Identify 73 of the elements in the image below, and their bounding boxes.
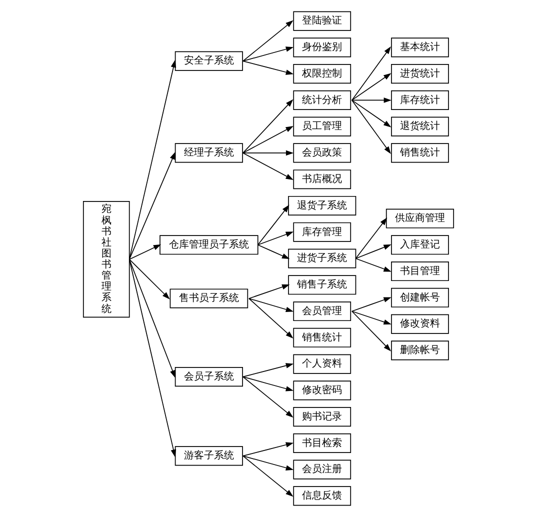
arrow <box>242 376 294 392</box>
arrow <box>248 298 294 338</box>
node-box: 销售统计 <box>293 328 352 348</box>
node-box: 修改资料 <box>391 314 449 334</box>
arrow <box>128 258 176 378</box>
arrow <box>248 284 290 299</box>
arrow <box>242 456 294 497</box>
node-box: 书店概况 <box>293 170 352 190</box>
arrow <box>128 258 176 458</box>
node-box: 删除帐号 <box>391 340 449 360</box>
arrow <box>242 363 294 378</box>
arrow <box>351 73 392 101</box>
node-box: 书目检索 <box>293 433 352 453</box>
arrow <box>355 258 392 272</box>
arrow <box>351 297 392 312</box>
arrow <box>242 126 294 154</box>
arrow <box>351 100 392 128</box>
node-box: 书目管理 <box>391 261 449 282</box>
node-box: 库存管理 <box>293 222 352 242</box>
arrow <box>242 150 294 156</box>
node-box: 经理子系统 <box>174 143 243 163</box>
node-box: 退货统计 <box>391 116 449 136</box>
arrow <box>351 310 392 352</box>
arrow <box>355 217 388 259</box>
node-box: 仓库管理员子系统 <box>160 235 258 255</box>
arrow <box>242 442 294 456</box>
node-box: 登陆验证 <box>293 11 352 31</box>
node-box: 宛枫书社图书管理系统 <box>82 201 130 318</box>
node-box: 入库登记 <box>391 235 449 255</box>
node-box: 统计分析 <box>293 90 352 110</box>
arrow <box>257 232 294 246</box>
arrow <box>242 99 294 154</box>
arrow <box>257 244 290 260</box>
arrow <box>242 456 294 470</box>
node-box: 会员管理 <box>293 301 352 322</box>
node-box: 会员子系统 <box>174 367 243 387</box>
node-box: 库存统计 <box>391 90 449 110</box>
node-box: 购书记录 <box>293 407 352 427</box>
node-box: 销售统计 <box>391 143 449 163</box>
node-box: 个人资料 <box>293 354 352 374</box>
node-box: 修改密码 <box>293 380 352 400</box>
arrow <box>355 244 392 259</box>
node-box: 进货统计 <box>391 64 449 84</box>
arrow <box>351 46 391 101</box>
arrow <box>242 20 294 62</box>
arrow <box>242 152 294 180</box>
node-box: 信息反馈 <box>293 486 352 506</box>
node-box: 进货子系统 <box>288 248 356 268</box>
arrow <box>248 298 294 312</box>
node-box: 销售子系统 <box>288 275 356 295</box>
arrow <box>351 310 392 325</box>
arrow <box>351 100 391 154</box>
node-box: 退货子系统 <box>288 196 356 216</box>
arrow <box>242 376 294 418</box>
node-box: 权限控制 <box>293 64 352 84</box>
node-box: 创建帐号 <box>391 288 449 308</box>
node-box: 售书员子系统 <box>170 288 248 308</box>
arrow <box>257 204 290 246</box>
arrow <box>128 258 170 300</box>
arrow <box>128 60 176 260</box>
arrow <box>128 244 162 260</box>
arrow <box>128 152 176 260</box>
node-box: 员工管理 <box>293 116 352 136</box>
arrow <box>351 98 392 103</box>
node-box: 基本统计 <box>391 38 449 58</box>
node-box: 供应商管理 <box>386 208 454 228</box>
node-box: 身份鉴别 <box>293 38 352 58</box>
node-box: 会员政策 <box>293 143 352 163</box>
arrow <box>242 60 294 75</box>
node-box: 游客子系统 <box>174 446 243 466</box>
arrow <box>242 46 294 62</box>
node-box: 会员注册 <box>293 460 352 480</box>
node-box: 安全子系统 <box>174 51 243 71</box>
